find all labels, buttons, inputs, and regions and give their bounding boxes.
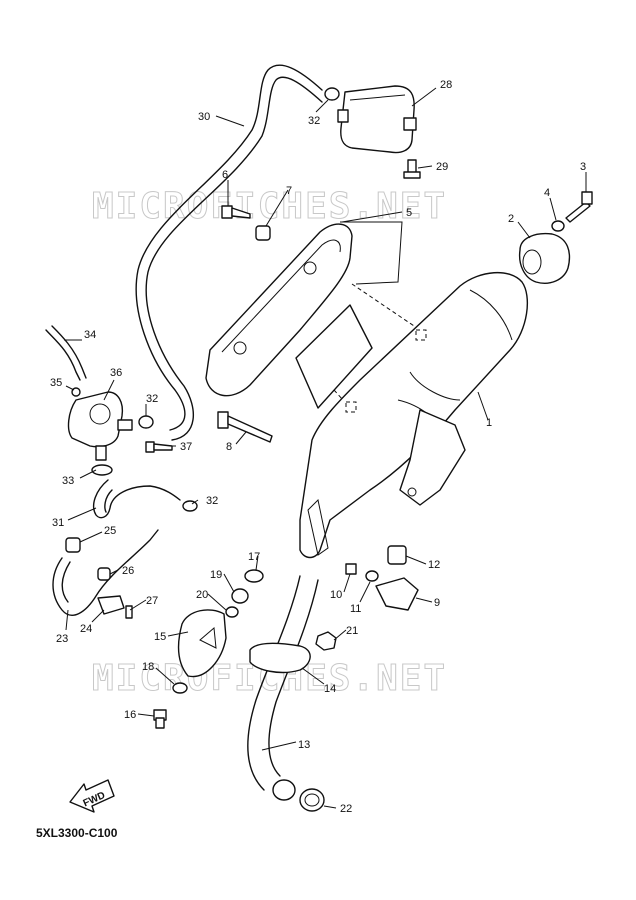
part-9-bracket[interactable] bbox=[375, 577, 419, 611]
part-18-washer[interactable] bbox=[172, 682, 188, 694]
callout-7: 7 bbox=[286, 185, 292, 197]
part-8-bolt[interactable] bbox=[217, 411, 273, 443]
part-15-protector[interactable] bbox=[177, 609, 227, 678]
callout-29: 29 bbox=[436, 161, 448, 173]
part-6-bolt[interactable] bbox=[221, 205, 251, 219]
callout-6: 6 bbox=[222, 169, 228, 181]
callout-20: 20 bbox=[196, 589, 208, 601]
callout-37: 37 bbox=[180, 441, 192, 453]
callout-17: 17 bbox=[248, 551, 260, 563]
part-26-collar[interactable] bbox=[97, 567, 111, 581]
callout-18: 18 bbox=[142, 661, 154, 673]
callout-labels: 1 2 3 4 5 6 7 8 9 10 11 12 13 14 15 16 1… bbox=[50, 79, 586, 815]
callout-12: 12 bbox=[428, 559, 440, 571]
part-21-nut[interactable] bbox=[315, 631, 337, 651]
callout-32-top: 32 bbox=[308, 115, 320, 127]
part-10-bolt[interactable] bbox=[345, 563, 357, 575]
callout-30: 30 bbox=[198, 111, 210, 123]
part-37-bolt[interactable] bbox=[145, 441, 173, 453]
diagram-code: 5XL3300-C100 bbox=[36, 826, 118, 840]
callout-22: 22 bbox=[340, 803, 352, 815]
part-28-reed-valve[interactable] bbox=[337, 85, 417, 154]
part-33-clamp[interactable] bbox=[91, 464, 113, 476]
leader-lines bbox=[64, 87, 587, 809]
part-31-hose[interactable] bbox=[92, 479, 181, 519]
callout-9: 9 bbox=[434, 597, 440, 609]
part-11-washer[interactable] bbox=[365, 570, 379, 582]
callout-32-low: 32 bbox=[206, 495, 218, 507]
protector-dash-1 bbox=[351, 283, 421, 331]
part-22-gasket-inner bbox=[304, 793, 320, 807]
callout-33: 33 bbox=[62, 475, 74, 487]
callout-11: 11 bbox=[350, 603, 361, 615]
callout-32-mid: 32 bbox=[146, 393, 158, 405]
part-23-hose[interactable] bbox=[52, 529, 159, 616]
callout-27: 27 bbox=[146, 595, 158, 607]
callout-35: 35 bbox=[50, 377, 62, 389]
callout-16: 16 bbox=[124, 709, 136, 721]
part-7-collar[interactable] bbox=[255, 225, 271, 241]
part-32-clamp-mid[interactable] bbox=[138, 415, 154, 429]
part-27-screw[interactable] bbox=[125, 605, 133, 619]
callout-8: 8 bbox=[226, 441, 232, 453]
part-5-protector[interactable] bbox=[205, 221, 403, 409]
part-13-exhaust-pipe[interactable] bbox=[247, 575, 319, 791]
part-3-bolt[interactable] bbox=[565, 191, 593, 223]
part-30-hose[interactable] bbox=[135, 64, 323, 441]
callout-26: 26 bbox=[122, 565, 134, 577]
callout-31: 31 bbox=[52, 517, 64, 529]
part-36-air-cut-valve[interactable] bbox=[67, 391, 133, 461]
callout-3: 3 bbox=[580, 161, 586, 173]
part-22-gasket[interactable] bbox=[299, 788, 325, 812]
callout-23: 23 bbox=[56, 633, 68, 645]
part-16-bolt[interactable] bbox=[153, 709, 167, 729]
part-29-bolt[interactable] bbox=[403, 159, 421, 179]
part-4-washer[interactable] bbox=[551, 220, 565, 232]
part-14-gasket[interactable] bbox=[249, 642, 311, 674]
callout-34: 34 bbox=[84, 329, 96, 341]
part-24-bracket[interactable] bbox=[97, 595, 125, 615]
callout-19: 19 bbox=[210, 569, 222, 581]
callout-36: 36 bbox=[110, 367, 122, 379]
part-1-muffler[interactable] bbox=[299, 271, 529, 559]
callout-21: 21 bbox=[346, 625, 358, 637]
part-2-damper[interactable] bbox=[518, 232, 571, 284]
pipe-outlet bbox=[272, 779, 296, 801]
part-34-pipe[interactable] bbox=[45, 325, 87, 381]
fwd-arrow: FWD bbox=[69, 779, 115, 813]
callout-1: 1 bbox=[486, 417, 492, 429]
part-17-grommet[interactable] bbox=[244, 569, 264, 583]
part-19-damper[interactable] bbox=[231, 588, 249, 604]
callout-2: 2 bbox=[508, 213, 514, 225]
callout-4: 4 bbox=[544, 187, 550, 199]
callout-5: 5 bbox=[406, 207, 412, 219]
callout-14: 14 bbox=[324, 683, 336, 695]
part-12-collar[interactable] bbox=[387, 545, 407, 565]
part-25-fitting[interactable] bbox=[65, 537, 81, 553]
callout-10: 10 bbox=[330, 589, 342, 601]
callout-28: 28 bbox=[440, 79, 452, 91]
part-32-clamp-top[interactable] bbox=[324, 87, 340, 101]
part-20-collar[interactable] bbox=[225, 606, 239, 618]
callout-24: 24 bbox=[80, 623, 92, 635]
watermark-top: MICROFICHES.NET bbox=[92, 186, 447, 227]
callout-25: 25 bbox=[104, 525, 116, 537]
callout-13: 13 bbox=[298, 739, 310, 751]
callout-15: 15 bbox=[154, 631, 166, 643]
